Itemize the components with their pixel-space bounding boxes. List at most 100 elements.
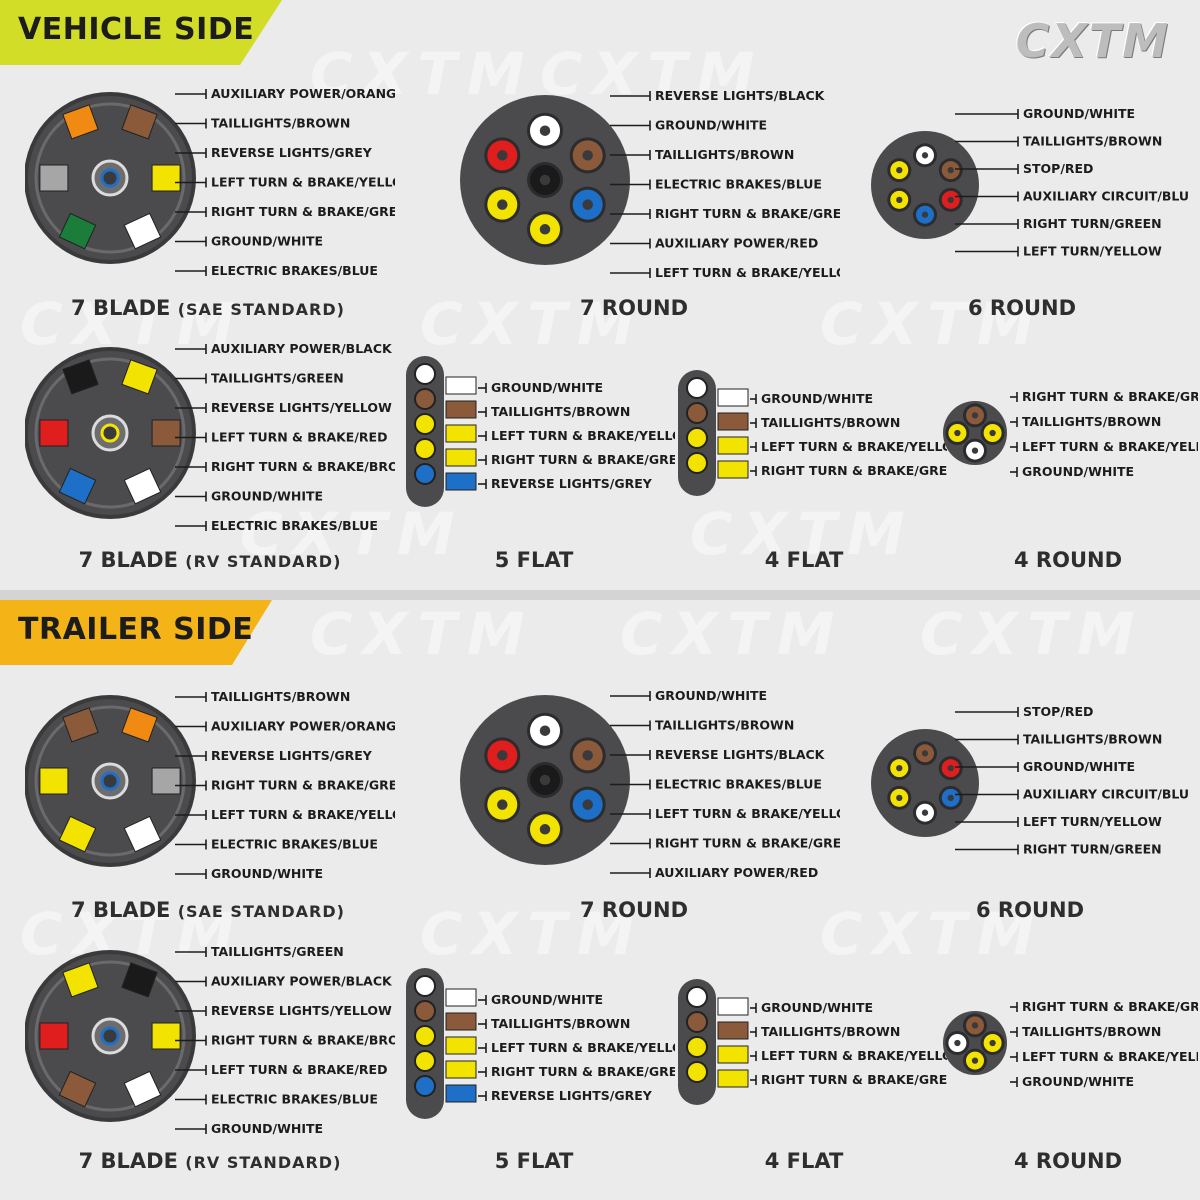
pin-blade [58,815,97,853]
pin-label: TAILLIGHTS/BROWN [491,1016,630,1031]
pin-brown [686,1011,708,1033]
connector-title: 4 FLAT [765,548,844,572]
pin-blade [121,707,158,743]
pin-grey [39,164,69,192]
connector-title: 7 BLADE (RV STANDARD) [79,1149,342,1173]
pin-label: TAILLIGHTS/BROWN [1022,1024,1161,1039]
pin-blade [62,104,99,140]
pin-orange [62,104,99,140]
pin-orange [121,707,158,743]
pin-label: LEFT TURN & BRAKE/YELLOW [491,1040,675,1055]
pin-hole [539,224,551,235]
wire-brown [445,400,477,419]
wire-yellow [717,460,749,479]
pin-label: LEFT TURN & BRAKE/RED [211,1062,387,1077]
connector-title: 4 ROUND [1014,548,1122,572]
connector-face [871,131,979,239]
pin-label: RIGHT TURN/GREEN [1023,216,1162,231]
pin-label: LEFT TURN & BRAKE/YELLOW [655,806,840,821]
connector-title: 5 FLAT [495,1149,574,1173]
connector-face [943,1011,1007,1075]
connector-title-main: 7 BLADE [78,1149,178,1173]
pin-yellow [686,452,708,474]
connector-title: 7 BLADE (SAE STANDARD) [71,898,345,922]
wire-blue [445,472,477,491]
pin-label: TAILLIGHTS/BROWN [761,1024,900,1039]
pin-label: LEFT TURN & BRAKE/YELLOW [761,1048,947,1063]
connector-title: 6 ROUND [976,898,1084,922]
pin-hole [947,167,954,174]
connector-title-main: 7 BLADE [71,898,171,922]
pin-label: ELECTRIC BRAKES/BLUE [211,837,378,852]
wire-yellow [445,424,477,443]
wire-white [717,997,749,1016]
pin-label: GROUND/WHITE [655,688,767,703]
connector-title-main: 6 ROUND [975,898,1085,922]
pin-label: LEFT TURN/YELLOW [1023,244,1162,259]
pin-label: RIGHT TURN & BRAKE/GREEN [761,1072,947,1087]
connector-title-main: 5 FLAT [494,548,574,572]
pin-white [414,363,436,385]
connector-face [871,729,979,837]
pin-label: RIGHT TURN & BRAKE/GREEN [491,452,675,467]
wire-yellow [717,1045,749,1064]
pin-hole [497,799,508,810]
pin-hole [539,174,551,186]
pin-yellow [414,438,436,460]
pin-hole [896,196,903,203]
connector-title-sub: (SAE STANDARD) [177,300,345,319]
pin-label: REVERSE LIGHTS/BLACK [655,747,826,762]
pin-label: GROUND/WHITE [211,234,323,249]
pin-label: RIGHT TURN & BRAKE/GREEN [761,463,947,478]
wire-brown [717,412,749,431]
pin-blade [121,359,158,395]
pin-blue [414,463,436,485]
pin-brown [58,1070,97,1108]
connector-ring [34,705,186,857]
pin-hole [582,750,593,761]
pin-yellow [58,815,97,853]
pin-hole [921,211,929,218]
pin-white [123,1070,162,1108]
connector-title-sub: (SAE STANDARD) [177,902,345,921]
pin-label: GROUND/WHITE [1023,106,1135,121]
pin-blade [39,419,69,447]
pin-blade [62,707,99,743]
pin-yellow [414,1050,436,1072]
wire-yellow [445,1036,477,1055]
pin-label: RIGHT TURN & BRAKE/GREEN [1022,389,1198,404]
pin-hole [971,412,979,419]
pin-brown [151,419,181,447]
connector-title: 6 ROUND [968,296,1076,320]
trailer-side-title: TRAILER SIDE [18,612,254,647]
connector-title-main: 7 BLADE [71,296,171,320]
pin-yellow [151,164,181,192]
pin-label: RIGHT TURN & BRAKE/GREEN [655,836,840,851]
pin-hole [921,809,929,816]
pin-label: GROUND/WHITE [1022,1074,1134,1089]
wire-yellow [445,448,477,467]
pin-label: TAILLIGHTS/GREEN [211,944,344,959]
wire-white [445,376,477,395]
pin-blade [39,164,69,192]
pin-red [39,419,69,447]
connector-title: 7 BLADE (SAE STANDARD) [71,296,345,320]
wire-brown [717,1021,749,1040]
pin-label: LEFT TURN & BRAKE/RED [211,430,387,445]
pin-hole [582,199,593,210]
pin-hole [539,125,551,136]
connector-title: 7 ROUND [580,898,688,922]
pin-yellow [121,359,158,395]
pin-label: REVERSE LIGHTS/GREY [491,476,653,491]
connector-title: 5 FLAT [495,548,574,572]
pin-green [58,212,97,250]
pin-blade [151,164,181,192]
brand-logo: CXTM [1015,14,1170,68]
pin-label: TAILLIGHTS/BROWN [761,415,900,430]
connector-title: 7 BLADE (RV STANDARD) [79,548,342,572]
connector-ring [34,357,186,509]
